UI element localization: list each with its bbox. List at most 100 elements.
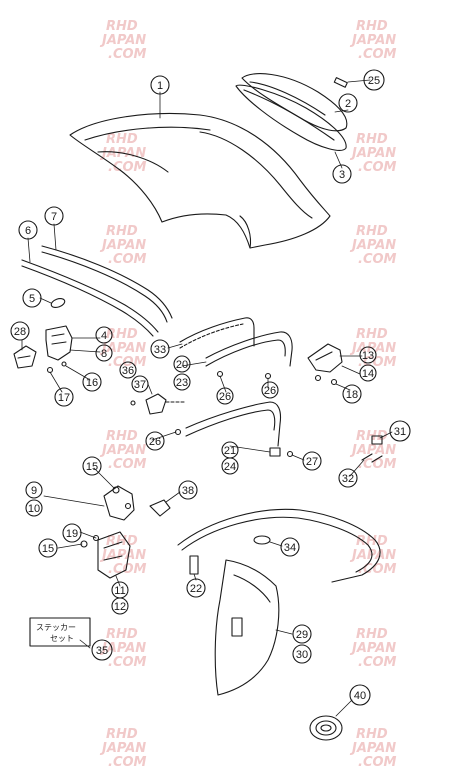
watermark: RHD JAPAN .COM [99, 224, 147, 267]
callout-number: 13 [362, 350, 374, 362]
callout-32: 32 [338, 468, 358, 488]
watermark-line: .COM [358, 655, 397, 670]
watermark-line: .COM [358, 755, 397, 770]
watermark-line: JAPAN [349, 548, 396, 563]
watermark-line: RHD [356, 534, 388, 549]
watermark-line: RHD [106, 627, 138, 642]
watermark-line: JAPAN [349, 146, 396, 161]
callout-26: 26 [216, 387, 234, 405]
watermark-line: RHD [356, 224, 388, 239]
watermark: RHD JAPAN .COM [99, 534, 147, 577]
watermark-line: .COM [108, 755, 147, 770]
callout-number: 26 [264, 385, 276, 397]
callout-38: 38 [178, 480, 198, 500]
watermark: RHD JAPAN .COM [349, 19, 397, 62]
callout-25: 25 [363, 69, 385, 91]
watermark: RHD JAPAN .COM [99, 627, 147, 670]
watermark-line: JAPAN [99, 741, 146, 756]
callout-23: 23 [173, 373, 191, 391]
part-side-rail-lower [185, 401, 294, 458]
callout-number: 30 [296, 649, 308, 661]
callout-8: 8 [95, 344, 113, 362]
watermark: RHD JAPAN .COM [349, 727, 397, 770]
callout-number: 11 [114, 585, 125, 597]
sticker-note-line: セット [50, 634, 74, 643]
leader-lines [21, 79, 393, 717]
sticker-note-line: ステッカー [36, 623, 76, 632]
callout-number: 22 [190, 583, 202, 595]
callout-number: 3 [339, 169, 345, 181]
watermark-line: .COM [358, 562, 397, 577]
callout-number: 19 [66, 528, 78, 540]
callout-40: 40 [349, 684, 371, 706]
callout-number: 2 [345, 98, 351, 110]
callout-number: 33 [154, 344, 166, 356]
watermark-line: RHD [106, 727, 138, 742]
part-side-trim [214, 559, 280, 696]
watermark-line: RHD [356, 19, 388, 34]
callout-10: 10 [25, 499, 43, 517]
callout-6: 6 [18, 220, 38, 240]
watermark-line: RHD [356, 727, 388, 742]
callout-number: 9 [31, 485, 37, 497]
callout-number: 10 [28, 503, 40, 515]
part-hinge-lower [80, 531, 131, 579]
watermark-line: .COM [358, 355, 397, 370]
callout-number: 35 [96, 645, 108, 657]
callout-33: 33 [150, 339, 170, 359]
callout-number: 26 [219, 391, 231, 403]
callout-31: 31 [389, 420, 411, 442]
watermark-line: .COM [108, 47, 147, 62]
callout-number: 37 [134, 379, 146, 391]
watermark-line: .COM [108, 160, 147, 175]
watermark-line: RHD [106, 19, 138, 34]
watermark-line: .COM [108, 252, 147, 267]
callout-17: 17 [54, 387, 74, 407]
watermark-line: .COM [108, 655, 147, 670]
watermark-line: RHD [106, 327, 138, 342]
part-plug [50, 297, 66, 309]
watermark-line: JAPAN [99, 238, 146, 253]
watermark: RHD JAPAN .COM [349, 132, 397, 175]
callout-number: 32 [342, 473, 354, 485]
watermark-line: JAPAN [99, 33, 146, 48]
callout-number: 20 [176, 359, 188, 371]
watermark: RHD JAPAN .COM [349, 534, 397, 577]
callout-28: 28 [10, 321, 30, 341]
watermark-line: RHD [356, 627, 388, 642]
watermark-line: .COM [358, 47, 397, 62]
callout-number: 6 [25, 225, 31, 237]
watermark: RHD JAPAN .COM [349, 627, 397, 670]
callout-number: 26 [149, 436, 161, 448]
watermark: RHD JAPAN .COM [99, 727, 147, 770]
part-rear-window-seal [235, 84, 347, 151]
part-side-rail-upper [205, 331, 293, 367]
part-weatherstrip-upper [41, 245, 173, 323]
callout-12: 12 [111, 597, 129, 615]
callout-26: 26 [145, 431, 165, 451]
part-hinge-upper [103, 485, 135, 521]
callout-number: 17 [58, 392, 70, 404]
part-seal-roll [309, 715, 343, 741]
callout-9: 9 [25, 481, 43, 499]
watermark-line: RHD [356, 327, 388, 342]
callout-number: 31 [394, 426, 406, 438]
callout-18: 18 [342, 384, 362, 404]
watermark-line: JAPAN [349, 443, 396, 458]
part-seal-33 [179, 317, 255, 347]
callout-number: 23 [176, 377, 188, 389]
watermark-line: .COM [358, 160, 397, 175]
callout-number: 15 [86, 461, 98, 473]
watermark-line: JAPAN [349, 741, 396, 756]
part-clip-31 [371, 435, 383, 445]
callout-36: 36 [119, 361, 137, 379]
callout-number: 4 [101, 330, 107, 342]
callout-37: 37 [131, 375, 149, 393]
callout-3: 3 [332, 164, 352, 184]
part-clip [130, 393, 187, 436]
part-grommet [253, 535, 271, 545]
callout-34: 34 [280, 537, 300, 557]
callout-number: 7 [51, 211, 57, 223]
callout-20: 20 [173, 355, 191, 373]
